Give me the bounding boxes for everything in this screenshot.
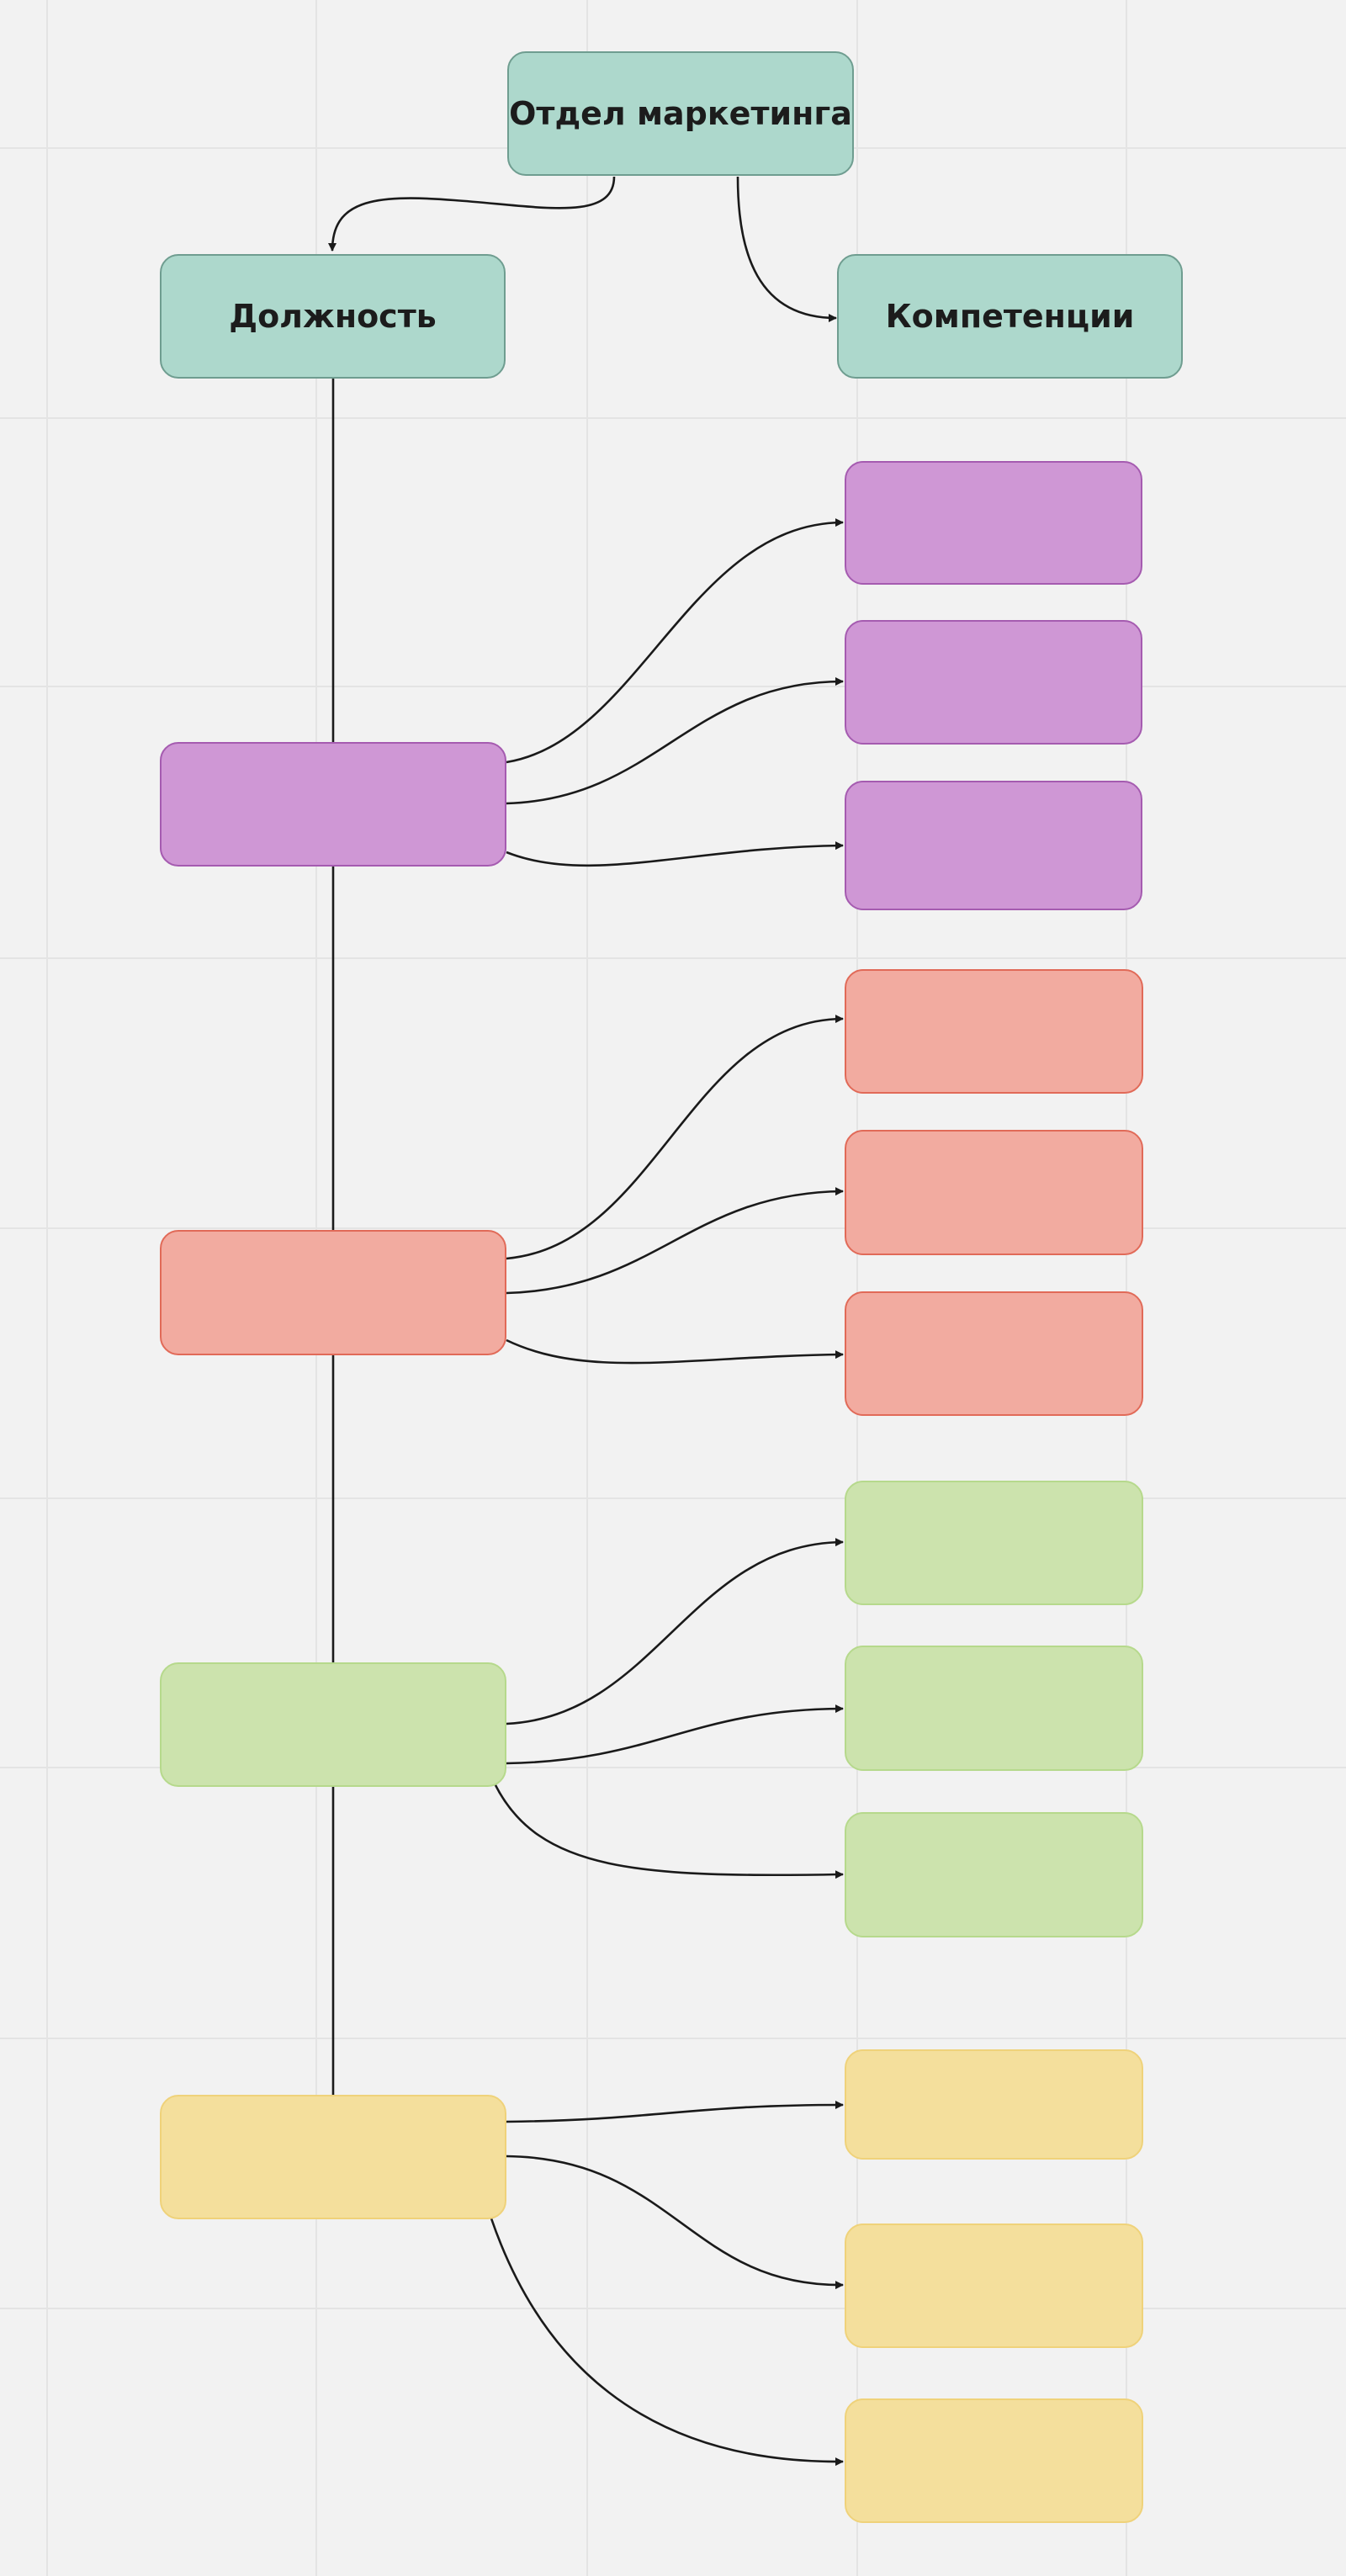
competence-header-label: Компетенции <box>885 298 1135 335</box>
competence-node-yellow-2[interactable] <box>845 2224 1143 2348</box>
department-label: Отдел маркетинга <box>509 95 852 132</box>
competence-node-purple-1[interactable] <box>845 461 1142 585</box>
connector-yellow-1 <box>506 2101 844 2123</box>
department-node[interactable]: Отдел маркетинга <box>507 51 854 176</box>
competence-node-green-2[interactable] <box>845 1646 1143 1771</box>
grid-line <box>0 2308 1346 2309</box>
grid-line <box>856 0 858 2576</box>
grid-line <box>586 0 588 2576</box>
position-node-green[interactable] <box>160 1662 506 1787</box>
connector-green-1 <box>506 1538 844 1725</box>
grid-line <box>0 2038 1346 2039</box>
position-header-label: Должность <box>229 298 437 335</box>
competence-node-red-1[interactable] <box>845 969 1143 1094</box>
position-node-yellow[interactable] <box>160 2095 506 2219</box>
competence-node-purple-2[interactable] <box>845 620 1142 745</box>
connector-green-2 <box>506 1704 844 1765</box>
grid-line <box>1126 0 1127 2576</box>
connector-purple-2 <box>506 677 844 805</box>
connector-green-3 <box>493 1783 844 1879</box>
position-node-purple[interactable] <box>160 742 506 867</box>
grid-line <box>0 1497 1346 1499</box>
grid-line <box>0 1767 1346 1768</box>
competence-node-green-3[interactable] <box>845 1812 1143 1937</box>
competence-header-node[interactable]: Компетенции <box>837 254 1183 379</box>
connector-purple-1 <box>506 518 844 764</box>
connector-yellow-2 <box>506 2155 844 2290</box>
competence-node-purple-3[interactable] <box>845 781 1142 910</box>
grid-line <box>46 0 48 2576</box>
connector-red-1 <box>506 1015 844 1260</box>
competence-node-red-2[interactable] <box>845 1130 1143 1255</box>
grid-line <box>0 1227 1346 1229</box>
grid-line <box>0 686 1346 687</box>
competence-node-yellow-1[interactable] <box>845 2049 1143 2160</box>
position-header-node[interactable]: Должность <box>160 254 506 379</box>
competence-node-red-3[interactable] <box>845 1291 1143 1416</box>
competence-node-yellow-3[interactable] <box>845 2398 1143 2523</box>
connector-red-2 <box>506 1187 844 1295</box>
connector-red-3 <box>506 1338 844 1365</box>
connector-yellow-3 <box>490 2218 844 2467</box>
grid-line <box>0 957 1346 959</box>
position-node-red[interactable] <box>160 1230 506 1355</box>
connector-purple-3 <box>506 841 844 867</box>
grid-line <box>0 417 1346 419</box>
connector-root-to-competence <box>736 176 837 322</box>
competence-node-green-1[interactable] <box>845 1481 1143 1605</box>
connector-root-to-position <box>328 176 616 252</box>
